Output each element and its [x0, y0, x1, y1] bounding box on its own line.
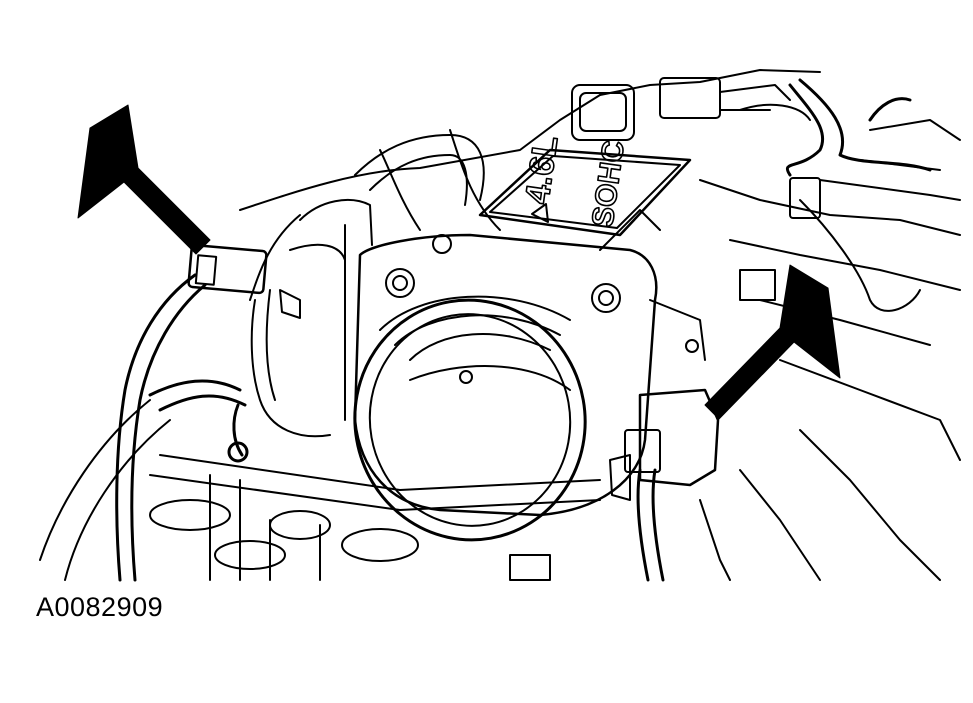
fuel-rail: [149, 199, 921, 581]
callout-arrows: [77, 104, 841, 420]
left-connector: [187, 243, 301, 319]
engine-decal: 4.6L SOHC: [478, 133, 692, 237]
bolt-small-right: [685, 339, 699, 353]
bolt-top-left: [385, 268, 415, 298]
right-wire-harness: [636, 468, 665, 582]
throttle-plate-screw: [459, 370, 473, 384]
figure-id-label: A0082909: [36, 592, 164, 622]
bolt-top-right: [591, 283, 621, 313]
mounting-bolts: [385, 234, 699, 353]
left-wire-harness: [115, 273, 249, 582]
vacuum-hose: [354, 134, 485, 206]
top-connectors: [571, 77, 821, 219]
throttle-body: [250, 199, 706, 517]
bolt-left-side: [432, 234, 452, 254]
throttle-bore: [353, 295, 587, 542]
decal-engine-size: 4.6L: [518, 133, 565, 206]
left-callout-arrow: [77, 104, 211, 255]
wire-harness-top: [785, 78, 932, 177]
right-callout-arrow: [704, 264, 841, 420]
right-connector: [609, 388, 720, 501]
decal-triangle-icon: [531, 203, 549, 223]
